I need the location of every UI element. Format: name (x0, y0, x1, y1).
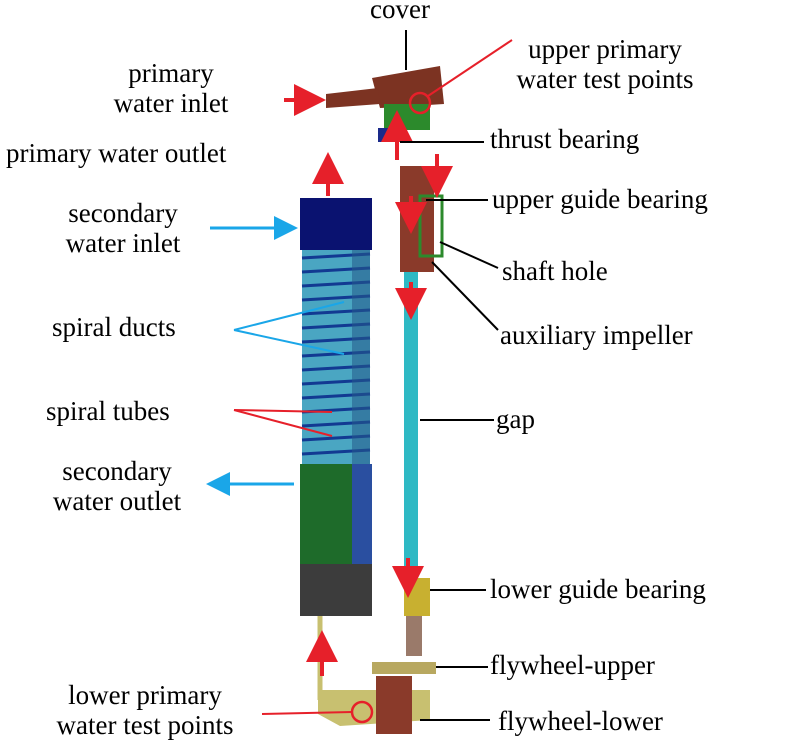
label-lower-primary-test-points: lower primary water test points (56, 680, 234, 740)
leader-spiral-tubes-a (233, 409, 333, 413)
label-flywheel-lower: flywheel-lower (498, 706, 663, 736)
label-shaft-hole: shaft hole (502, 256, 608, 286)
shaft-body (404, 272, 418, 582)
leader-lower-test-points (261, 711, 353, 715)
flywheel-lower-part (318, 690, 430, 726)
outlet-section-side (352, 464, 372, 564)
leader-shaft-hole (439, 241, 499, 269)
green-upper-part (384, 104, 430, 130)
leader-lines (233, 39, 513, 721)
label-upper-guide-bearing: upper guide bearing (492, 184, 708, 214)
label-primary-water-inlet: primary water inlet (113, 58, 229, 118)
label-primary-water-outlet: primary water outlet (6, 138, 227, 168)
label-spiral-ducts: spiral ducts (52, 312, 176, 342)
label-upper-primary-test-points: upper primary water test points (516, 34, 694, 94)
outlet-section (300, 464, 360, 564)
inlet-nozzle (326, 88, 380, 108)
spiral-section-dark-edge (352, 250, 370, 464)
label-cover: cover (370, 0, 430, 24)
label-flywheel-upper: flywheel-upper (490, 650, 655, 680)
bottom-section (300, 564, 372, 616)
leader-auxiliary-impeller (431, 261, 499, 331)
leader-spiral-ducts-b (233, 329, 345, 355)
upper-test-point-marker (408, 91, 432, 115)
label-thrust-bearing: thrust bearing (490, 124, 640, 154)
heat-exchanger (300, 198, 372, 700)
leader-spiral-tubes-b (233, 409, 333, 437)
label-gap: gap (496, 404, 535, 434)
leader-upper-test-points (427, 39, 513, 97)
label-secondary-water-inlet: secondary water inlet (65, 198, 181, 258)
primary-flow-arrows (284, 84, 453, 676)
label-lower-guide-bearing: lower guide bearing (490, 574, 706, 604)
label-spiral-tubes: spiral tubes (46, 396, 170, 426)
label-auxiliary-impeller: auxiliary impeller (500, 320, 693, 350)
heat-exchanger-top (300, 198, 372, 250)
lower-shaft (406, 616, 422, 656)
flywheel-upper-part (372, 662, 436, 674)
label-secondary-water-outlet: secondary water outlet (52, 456, 182, 516)
secondary-flow-arrows (206, 216, 298, 496)
leader-spiral-ducts-a (233, 301, 345, 331)
cover-part (372, 66, 444, 108)
flywheel-lower-core (376, 676, 412, 734)
